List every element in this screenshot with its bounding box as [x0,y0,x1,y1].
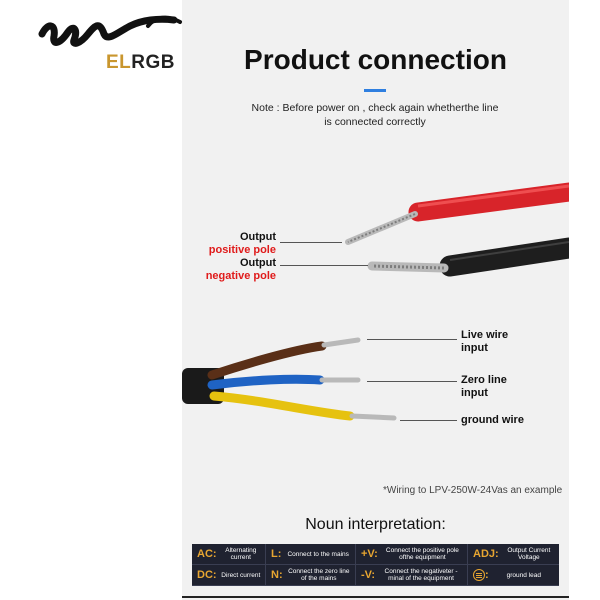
red-output-wire [345,182,569,245]
noun-interpretation-title: Noun interpretation: [305,516,446,533]
ground-leader-line [400,420,457,421]
legend-cell: ADJ:Output Current Voltage [468,544,559,565]
positive-leader-line [280,242,342,243]
live-leader-line [367,339,457,340]
legend-table: AC:Alternating current L:Connect to the … [192,544,559,586]
mains-cable [182,337,397,421]
legend-cell: -V:Connect the negativeter -minal of the… [356,565,468,586]
ground-icon [473,569,485,582]
legend-cell: :ground lead [468,565,559,586]
output-positive-label: Output positive pole [208,231,276,256]
brand-brush-mark [38,15,182,47]
cable-illustration [182,182,569,421]
content-panel [182,0,569,600]
example-note: *Wiring to LPV-250W-24Vas an example [383,485,563,496]
legend-cell: AC:Alternating current [192,544,266,565]
page-title: Product connection [244,44,507,75]
zero-line-label: Zero line input [461,374,507,399]
black-output-wire [367,237,569,277]
brand-logo: ELRGB [38,12,188,73]
note-text: Note : Before power on , check again whe… [251,102,499,128]
legend-cell: +V:Connect the positive pole ofthe equip… [356,544,468,565]
live-wire-label: Live wire input [461,329,509,354]
brand-wordmark: ELRGB [106,52,176,73]
legend-cell: DC:Direct current [192,565,266,586]
legend-cell: L:Connect to the mains [266,544,356,565]
negative-leader-line [280,265,368,266]
output-negative-label: Output negative pole [205,257,276,282]
bottom-divider [182,596,569,598]
ground-wire-label: ground wire [461,414,524,426]
legend-cell: N:Connect the zero line of the mains [266,565,356,586]
title-underline [364,89,386,92]
zero-leader-line [367,381,457,382]
